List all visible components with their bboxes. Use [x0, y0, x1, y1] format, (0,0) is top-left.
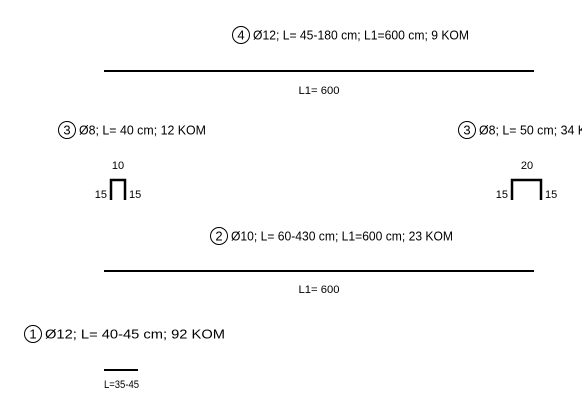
stirrup-right-dimension: 15	[545, 189, 557, 201]
bar-shape-2: L1= 600	[104, 270, 534, 296]
bar-shape-4: L1= 600	[104, 70, 534, 97]
position-mark-circle	[210, 227, 228, 245]
stirrup-outline	[109, 178, 127, 200]
callout-bar-2: 2 Ø10; L= 60-430 cm; L1=600 cm; 23 KOM	[210, 227, 453, 245]
stirrup-left-dimension: 15	[496, 189, 508, 201]
bar-length-label: L1= 600	[299, 85, 340, 97]
position-mark-number: 1	[29, 327, 36, 342]
stirrup-shape-left: 10 15 15	[95, 160, 142, 201]
position-mark-number: 3	[63, 123, 70, 138]
callout-bar-4: 4 Ø12; L= 45-180 cm; L1=600 cm; 9 KOM	[232, 26, 469, 44]
callout-bar-3-right: 3 Ø8; L= 50 cm; 34 KOM	[458, 121, 582, 139]
callout-text: Ø8; L= 50 cm; 34 KOM	[479, 123, 582, 138]
stirrup-top-dimension: 10	[112, 160, 124, 172]
stirrup-shape-right: 20 15 15	[496, 160, 558, 201]
position-mark-circle	[458, 121, 476, 139]
position-mark-circle	[58, 121, 76, 139]
stirrup-outline	[510, 178, 543, 200]
bar-length-label: L1= 600	[299, 284, 340, 296]
position-mark-circle	[232, 26, 250, 44]
bar-length-label: L=35-45	[104, 379, 139, 391]
stirrup-left-dimension: 15	[95, 189, 107, 201]
position-mark-number: 2	[215, 229, 222, 244]
callout-text: Ø12; L= 40-45 cm; 92 KOM	[45, 327, 225, 342]
callout-bar-1: 1 Ø12; L= 40-45 cm; 92 KOM	[24, 325, 225, 343]
callout-text: Ø8; L= 40 cm; 12 KOM	[79, 123, 206, 138]
position-mark-circle	[24, 325, 42, 343]
stirrup-right-dimension: 15	[129, 189, 141, 201]
callout-bar-3-left: 3 Ø8; L= 40 cm; 12 KOM	[58, 121, 206, 139]
position-mark-number: 3	[463, 123, 470, 138]
bar-shape-1: L=35-45	[104, 369, 139, 391]
position-mark-number: 4	[237, 28, 244, 43]
callout-text: Ø12; L= 45-180 cm; L1=600 cm; 9 KOM	[253, 28, 469, 43]
callout-text: Ø10; L= 60-430 cm; L1=600 cm; 23 KOM	[231, 229, 453, 244]
stirrup-top-dimension: 20	[521, 160, 533, 172]
